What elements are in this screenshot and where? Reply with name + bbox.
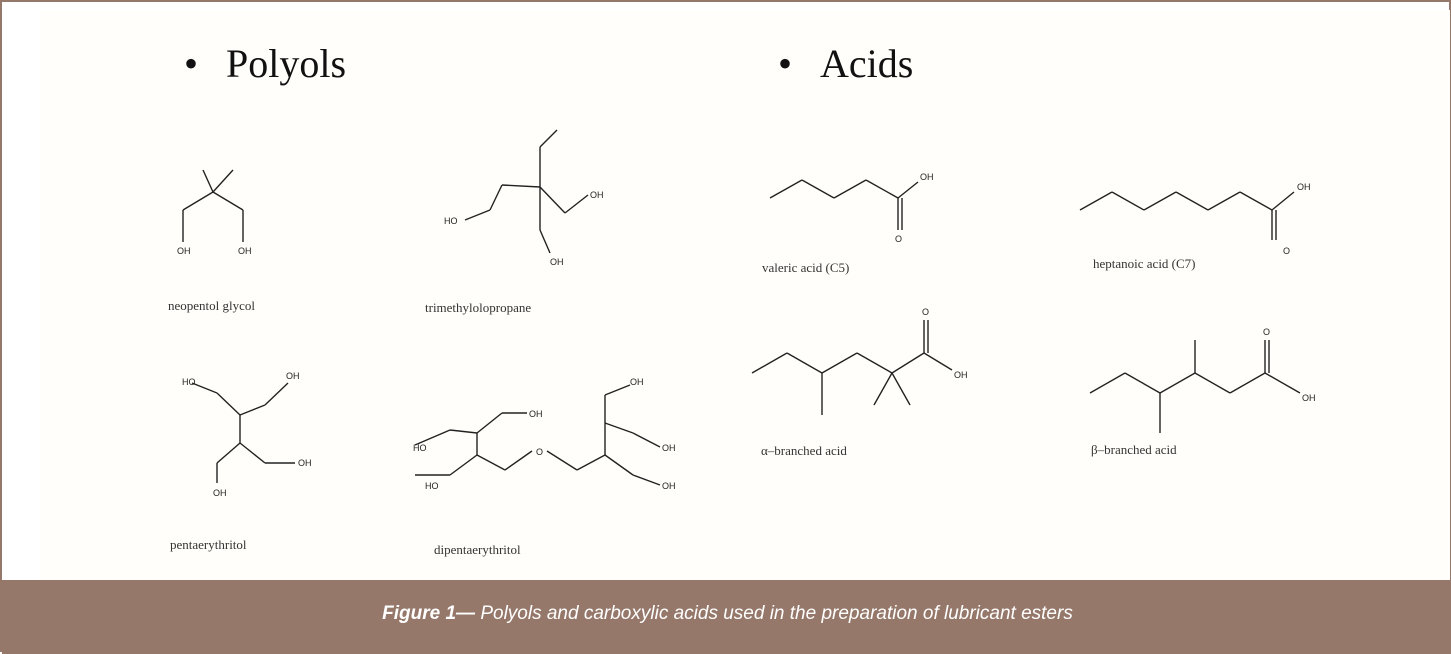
atom-label: O: [922, 307, 929, 317]
atom-label: OH: [920, 172, 934, 182]
atom-label: OH: [662, 481, 676, 491]
caption-bar: Figure 1— Polyols and carboxylic acids u…: [2, 580, 1451, 654]
caption-prefix: Figure 1—: [382, 603, 476, 624]
polyols-title: Polyols: [226, 41, 347, 86]
atom-label: O: [1283, 246, 1290, 256]
atom-label: HO: [425, 481, 439, 491]
atom-label: OH: [954, 370, 968, 380]
beta-branched-acid-structure: O OH: [1089, 327, 1316, 433]
acids-title: Acids: [820, 41, 914, 86]
atom-label: OH: [550, 257, 564, 267]
atom-label: HO: [182, 377, 196, 387]
figure-area: • Polyols • Acids OH OH neopentol glycol: [40, 10, 1450, 580]
valeric-acid-structure: OH O: [769, 172, 934, 244]
compound-label-beta-branched-acid: β–branched acid: [1091, 442, 1177, 457]
neopentyl-glycol-structure: OH OH: [177, 169, 252, 256]
compound-label-dipentaerythritol: dipentaerythritol: [434, 542, 521, 557]
atom-label: OH: [177, 246, 191, 256]
bullet: •: [778, 41, 793, 86]
heptanoic-acid-structure: OH O: [1079, 182, 1311, 256]
bullet: •: [184, 41, 199, 86]
caption-body: Polyols and carboxylic acids used in the…: [475, 603, 1073, 624]
atom-label: OH: [662, 443, 676, 453]
polyols-heading: • Polyols: [184, 40, 346, 87]
atom-label: OH: [298, 458, 312, 468]
atom-label: OH: [213, 488, 227, 498]
compound-label-pentaerythritol: pentaerythritol: [170, 537, 247, 552]
atom-label: OH: [630, 377, 644, 387]
atom-label: OH: [590, 190, 604, 200]
dipentaerythritol-structure: OH HO HO O OH OH OH: [413, 377, 676, 491]
compound-label-trimethylolpropane: trimethylolopropane: [425, 300, 532, 315]
atom-label: HO: [444, 216, 458, 226]
atom-label: OH: [286, 371, 300, 381]
compound-label-heptanoic-acid: heptanoic acid (C7): [1093, 256, 1196, 271]
atom-label: O: [895, 234, 902, 244]
compound-label-alpha-branched-acid: α–branched acid: [761, 443, 847, 458]
alpha-branched-acid-structure: O OH: [751, 307, 968, 415]
atom-label: OH: [529, 409, 543, 419]
acids-heading: • Acids: [778, 40, 913, 87]
figure-caption: Figure 1— Polyols and carboxylic acids u…: [2, 603, 1451, 625]
compound-label-valeric-acid: valeric acid (C5): [762, 260, 850, 275]
pentaerythritol-structure: HO OH OH OH: [182, 371, 312, 498]
atom-label: HO: [413, 443, 427, 453]
compound-label-neopentyl-glycol: neopentol glycol: [168, 298, 256, 313]
atom-label: O: [536, 447, 543, 457]
atom-label: OH: [238, 246, 252, 256]
atom-label: OH: [1297, 182, 1311, 192]
trimethylolpropane-structure: HO OH OH: [444, 129, 604, 267]
atom-label: O: [1263, 327, 1270, 337]
atom-label: OH: [1302, 393, 1316, 403]
